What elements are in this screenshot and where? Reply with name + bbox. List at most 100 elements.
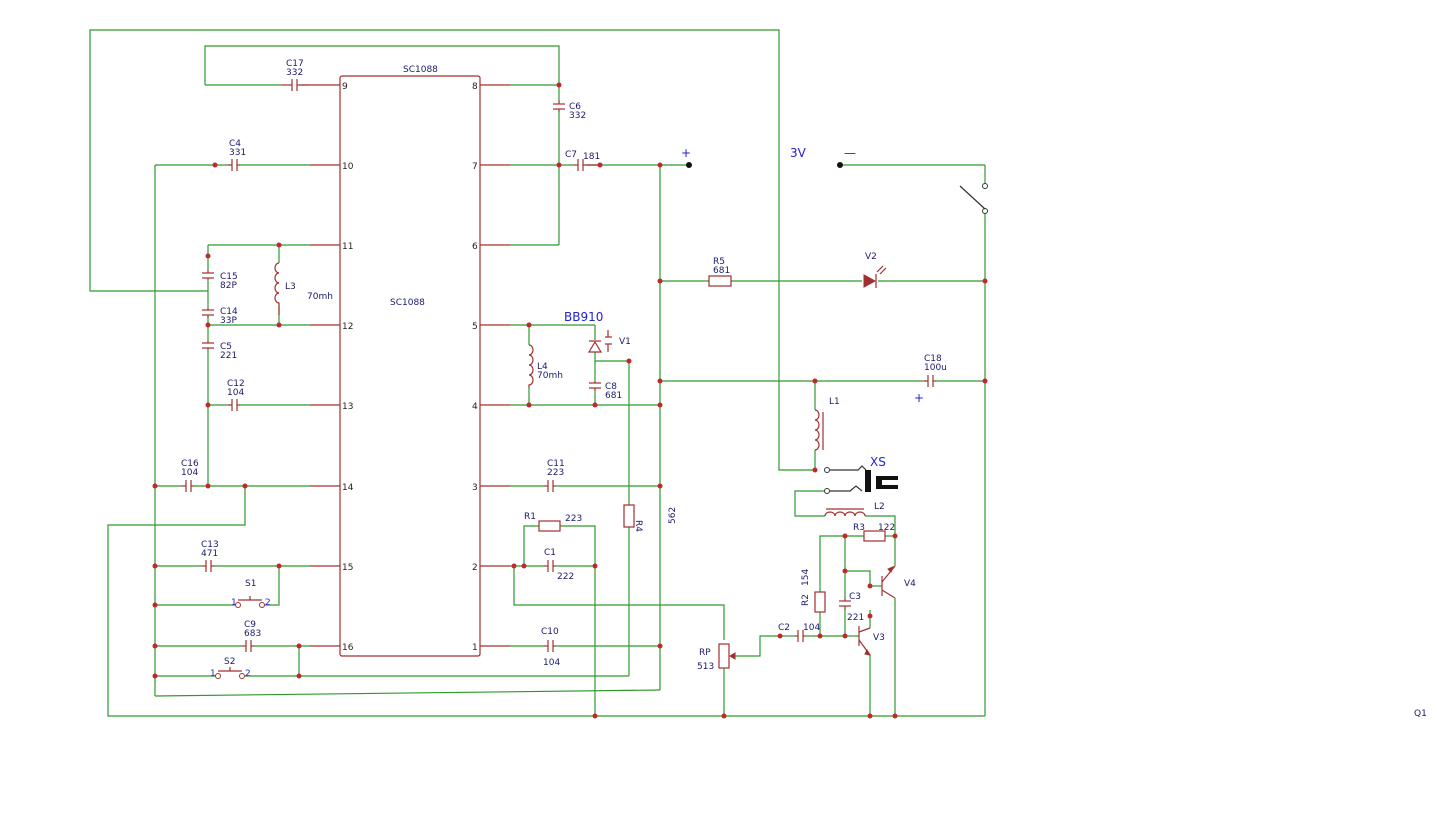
- inductor-l4: L4 70mh: [528, 344, 563, 388]
- svg-text:221: 221: [220, 351, 237, 361]
- svg-text:100u: 100u: [924, 363, 947, 373]
- switch-s2: S2 1 2: [210, 657, 251, 679]
- varicap-v1: BB910 V1: [564, 310, 631, 353]
- svg-text:BB910: BB910: [564, 310, 603, 324]
- junction-dot: [721, 713, 727, 719]
- transistor-v3: V3: [858, 626, 885, 656]
- svg-text:S2: S2: [224, 657, 235, 667]
- svg-text:70mh: 70mh: [537, 371, 563, 381]
- svg-text:RP: RP: [699, 648, 711, 658]
- pin-8: 8: [472, 82, 478, 92]
- pin-4: 4: [472, 402, 478, 412]
- pin-14: 14: [342, 483, 354, 493]
- svg-text:C1: C1: [544, 548, 556, 558]
- transistors: V4 V3: [858, 565, 916, 656]
- junction-dot: [242, 483, 248, 489]
- junction-dot: [212, 162, 218, 168]
- junction-dot: [276, 563, 282, 569]
- junction-dot: [526, 402, 532, 408]
- svg-text:471: 471: [201, 549, 218, 559]
- junction-dot: [152, 602, 158, 608]
- inductor-l3: L3 70mh: [274, 262, 333, 315]
- svg-text:223: 223: [547, 468, 564, 478]
- svg-text:V2: V2: [865, 252, 877, 262]
- junction-dot: [867, 613, 873, 619]
- pin-2: 2: [472, 563, 478, 573]
- junction-dot: [205, 402, 211, 408]
- svg-text:S1: S1: [245, 579, 256, 589]
- svg-text:1: 1: [210, 669, 216, 679]
- pin-9: 9: [342, 82, 348, 92]
- junction-dot: [812, 467, 818, 473]
- junction-dot: [867, 713, 873, 719]
- junction-dot: [556, 82, 562, 88]
- svg-text:R3: R3: [853, 523, 865, 533]
- resistor-r2: R2 154: [801, 569, 826, 613]
- svg-text:332: 332: [569, 111, 586, 121]
- ic-center-label: SC1088: [390, 298, 425, 308]
- inductor-l2: L2: [824, 502, 885, 517]
- junction-dot: [205, 322, 211, 328]
- svg-text:1: 1: [231, 598, 237, 608]
- resistor-r4: R4 562: [623, 504, 678, 532]
- battery: + 3V — +: [681, 146, 924, 405]
- svg-text:104: 104: [227, 388, 244, 398]
- pin-3: 3: [472, 483, 478, 493]
- svg-text:C13: C13: [201, 540, 219, 550]
- capacitor-c7: C7 181: [565, 150, 600, 171]
- svg-text:V3: V3: [873, 633, 885, 643]
- transistor-v4: V4: [881, 565, 916, 599]
- svg-text:C11: C11: [547, 459, 565, 469]
- junction-dot: [867, 583, 873, 589]
- inductors: L3 70mh L4 70mh L1 L2: [274, 262, 885, 517]
- svg-text:331: 331: [229, 148, 246, 158]
- svg-text:C4: C4: [229, 139, 241, 149]
- junction-dot: [657, 278, 663, 284]
- junction-dot: [777, 633, 783, 639]
- pin-11: 11: [342, 242, 353, 252]
- pin-16: 16: [342, 643, 354, 653]
- pin-1: 1: [472, 643, 478, 653]
- svg-text:104: 104: [803, 623, 820, 633]
- pin-10: 10: [342, 162, 354, 172]
- svg-text:C17: C17: [286, 59, 304, 69]
- semiconductors: V2 BB910 V1: [564, 252, 887, 353]
- junction-dot: [817, 633, 823, 639]
- svg-text:513: 513: [697, 662, 714, 672]
- svg-text:2: 2: [265, 598, 271, 608]
- svg-text:R4: R4: [633, 520, 643, 532]
- svg-text:2: 2: [245, 669, 251, 679]
- svg-text:L2: L2: [874, 502, 885, 512]
- svg-text:L4: L4: [537, 362, 548, 372]
- corner-label: Q1: [1414, 709, 1427, 719]
- led-v2: V2: [863, 252, 887, 288]
- svg-text:C7: C7: [565, 150, 577, 160]
- junction-dot: [592, 563, 598, 569]
- svg-text:181: 181: [583, 152, 600, 162]
- pin-7: 7: [472, 162, 478, 172]
- junction-dot: [812, 378, 818, 384]
- svg-text:154: 154: [801, 569, 811, 586]
- pin-15: 15: [342, 563, 353, 573]
- junction-dot: [592, 713, 598, 719]
- svg-text:221: 221: [847, 613, 864, 623]
- junction-dot: [526, 322, 532, 328]
- potentiometer-rp: RP 513: [697, 643, 736, 672]
- pin-13: 13: [342, 402, 353, 412]
- svg-text:562: 562: [668, 507, 678, 524]
- ic-sc1088: SC1088 SC1088 9 10 11 12 13 14 15 16 8 7…: [310, 65, 510, 657]
